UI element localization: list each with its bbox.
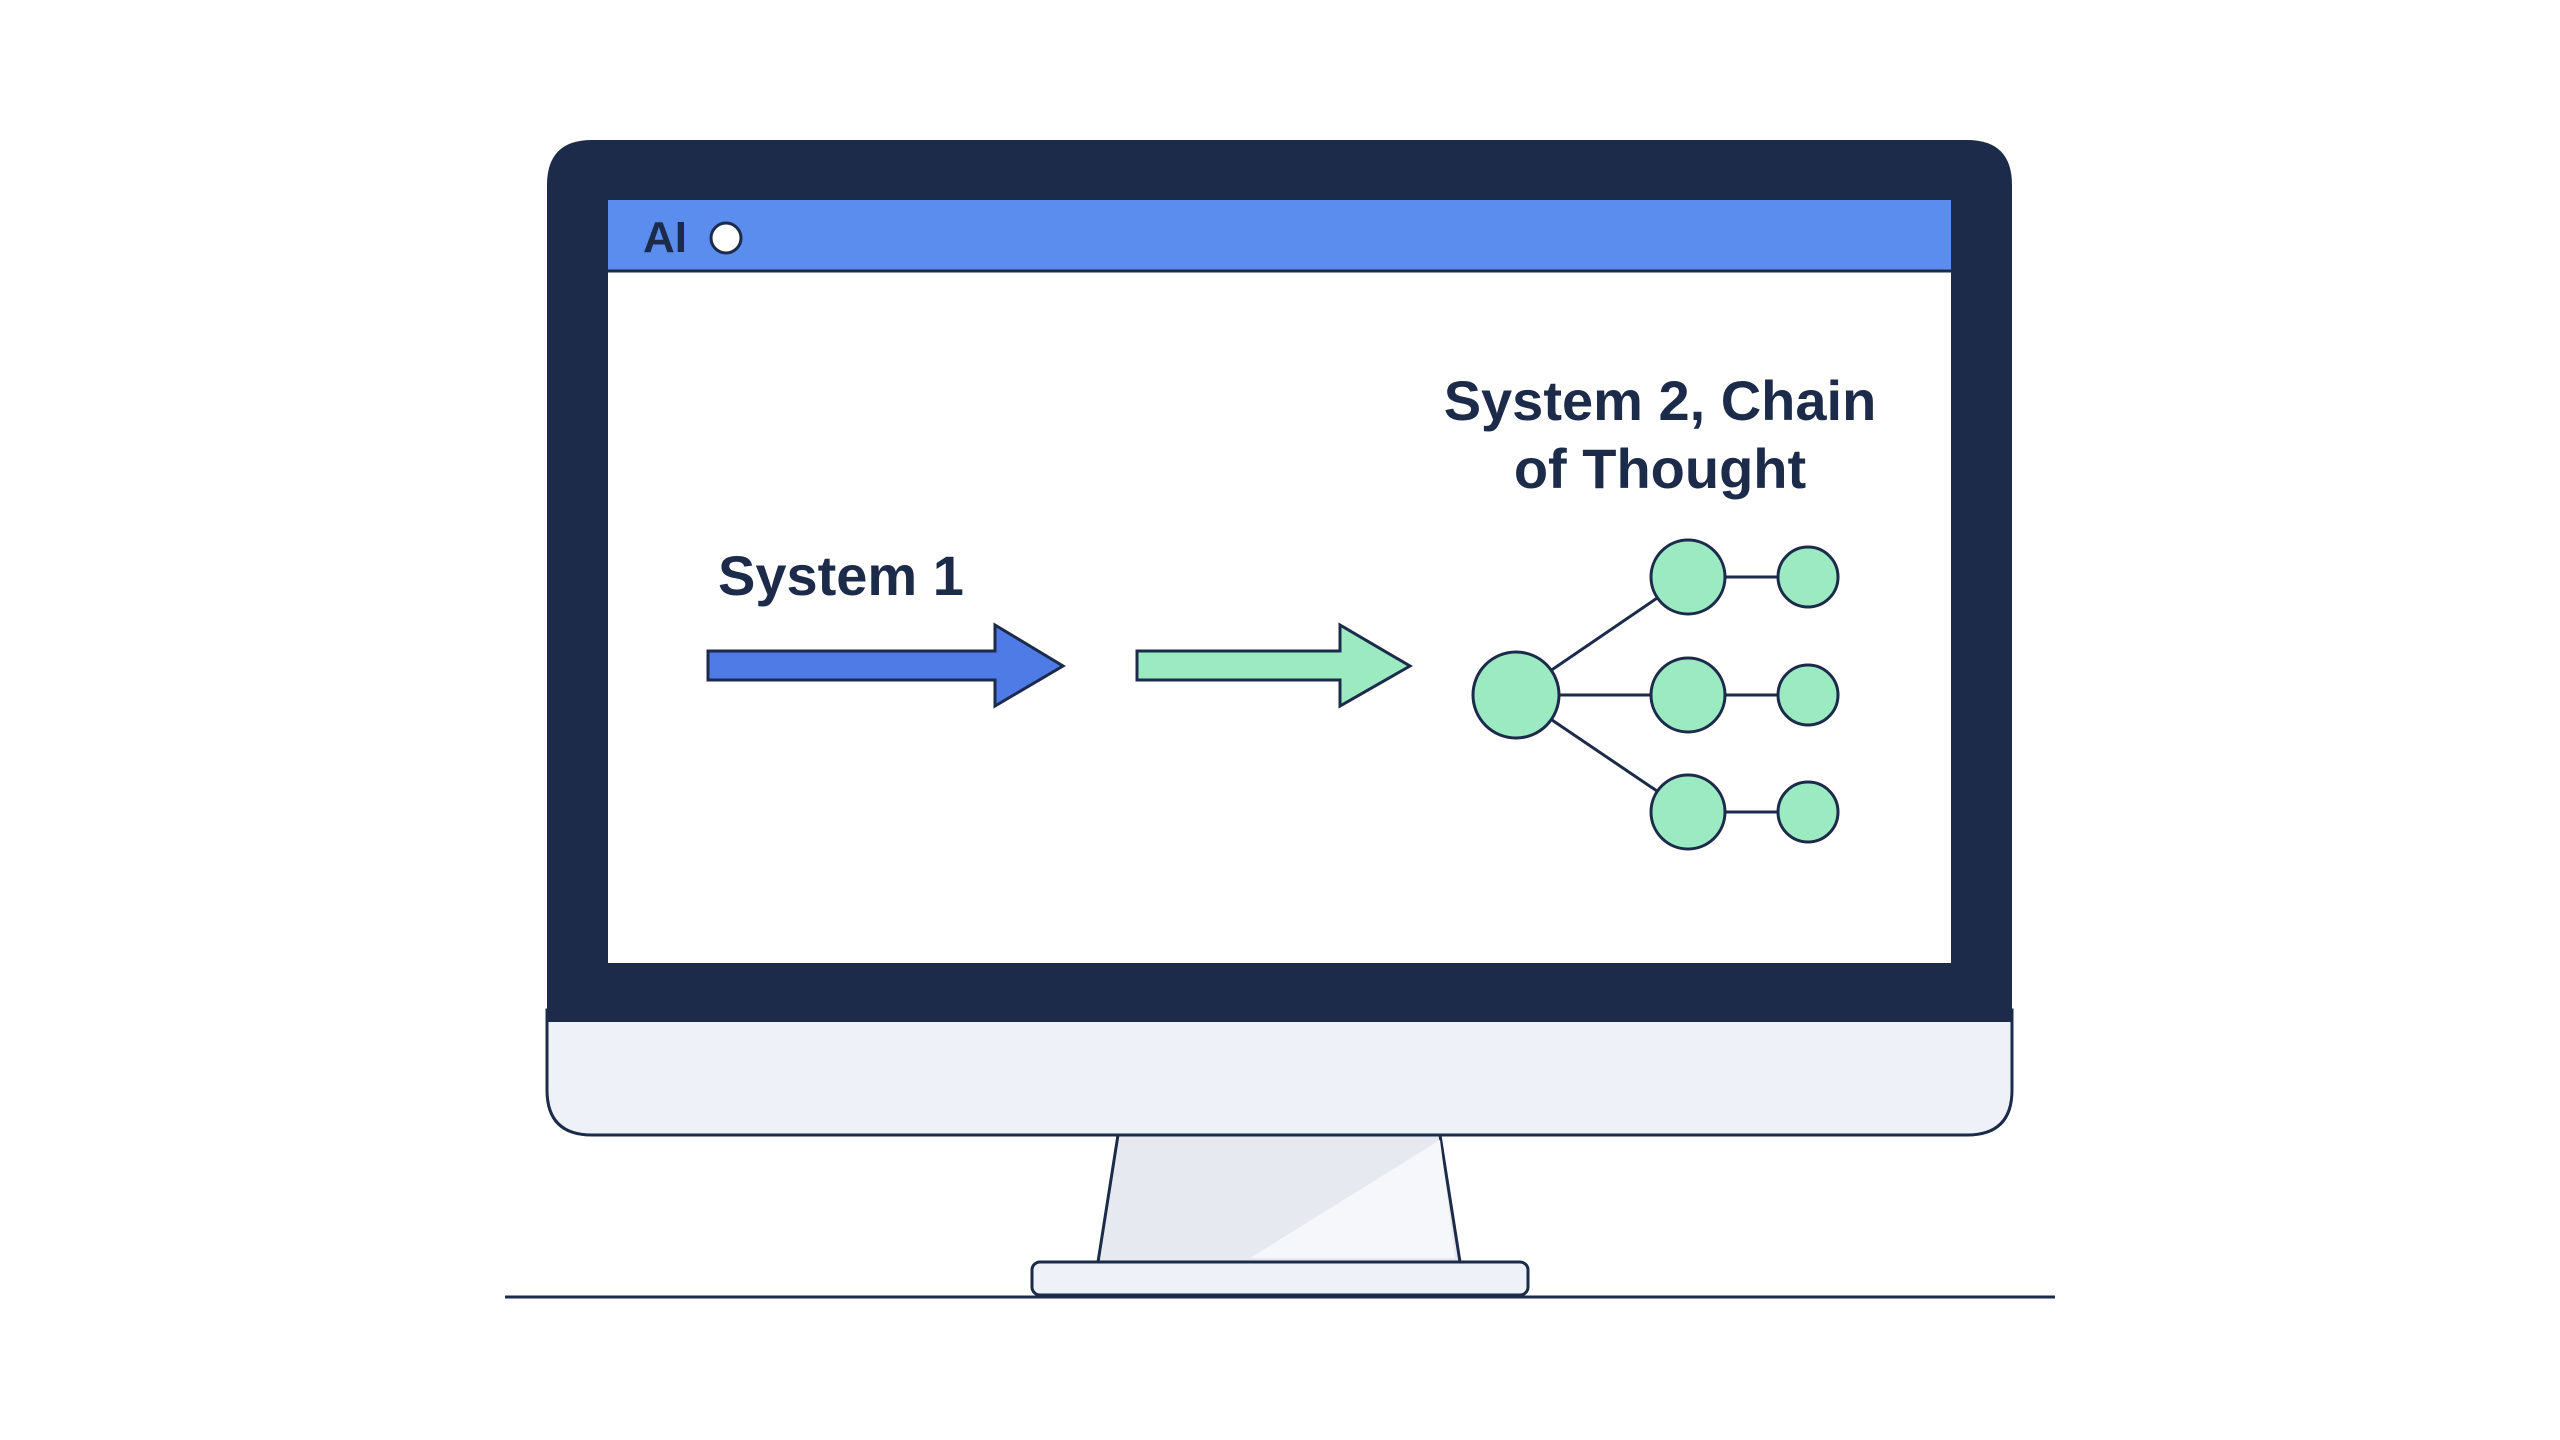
titlebar-app-label: AI xyxy=(643,213,687,262)
system1-label: System 1 xyxy=(718,544,964,607)
monitor-stand-shadow xyxy=(1250,1140,1455,1258)
monitor-screen xyxy=(608,200,1951,963)
window-titlebar xyxy=(608,200,1951,271)
leaf-node xyxy=(1776,663,1840,727)
monitor-chin xyxy=(545,1008,2014,1137)
system2-label-line2: of Thought xyxy=(1514,437,1806,500)
branch-node xyxy=(1649,656,1727,734)
arrow-right-icon xyxy=(706,622,1066,709)
circle-icon xyxy=(709,221,743,255)
branch-node xyxy=(1649,773,1727,851)
arrow-right-icon xyxy=(1135,622,1413,709)
monitor-stand-base xyxy=(1030,1260,1530,1297)
leaf-node xyxy=(1776,780,1840,844)
system2-label-line1: System 2, Chain xyxy=(1444,369,1877,432)
thought-tree xyxy=(1471,538,1840,851)
branch-node xyxy=(1649,538,1727,616)
leaf-node xyxy=(1776,545,1840,609)
root-node xyxy=(1471,650,1561,740)
